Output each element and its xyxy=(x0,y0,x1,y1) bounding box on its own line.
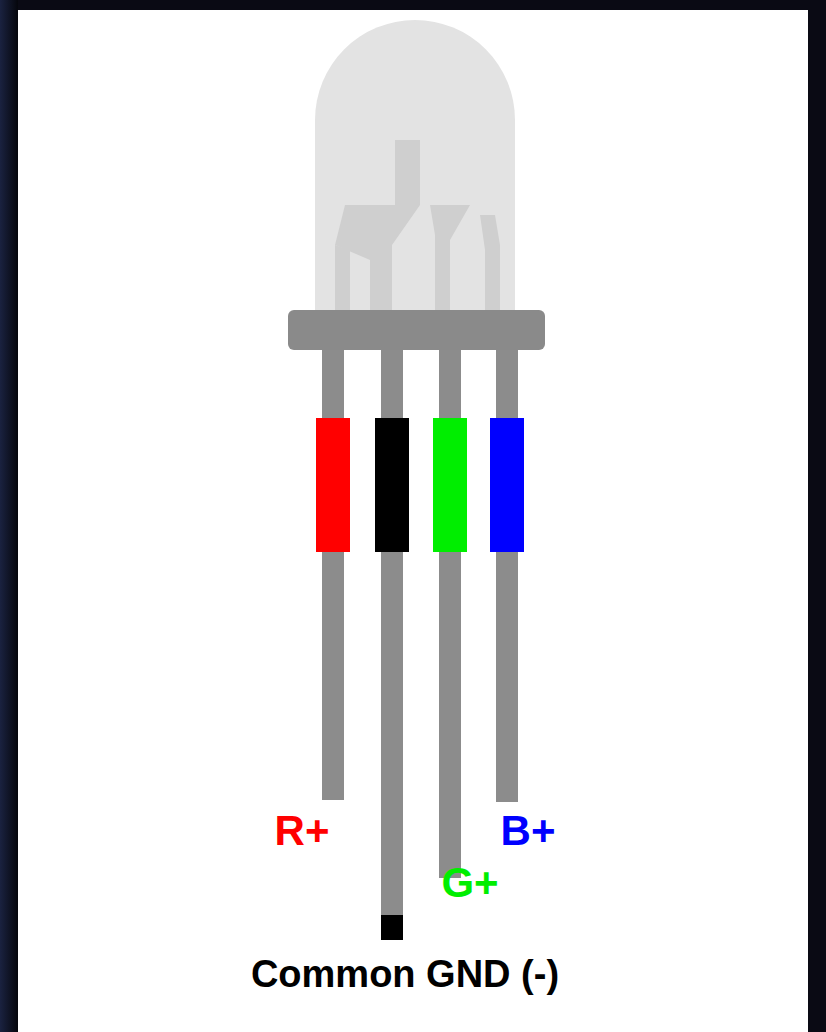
led-dome xyxy=(315,20,515,310)
pin-label: B+ xyxy=(501,810,556,852)
lead-frame xyxy=(480,215,500,310)
pin-label: Common GND (-) xyxy=(251,955,559,993)
anvil-frame xyxy=(335,140,420,310)
pin-label: G+ xyxy=(441,862,498,904)
pin-label: R+ xyxy=(275,810,330,852)
lead-frame xyxy=(430,205,470,310)
red-lead xyxy=(322,350,344,800)
background xyxy=(18,10,808,1032)
frame-edge xyxy=(0,0,18,1032)
lead-frame xyxy=(335,245,350,310)
led-flange xyxy=(288,310,545,350)
blue-lead xyxy=(496,350,518,802)
gnd-tip xyxy=(381,915,403,940)
green-band xyxy=(433,418,467,552)
black-band xyxy=(375,418,409,552)
red-band xyxy=(316,418,350,552)
blue-band xyxy=(490,418,524,552)
